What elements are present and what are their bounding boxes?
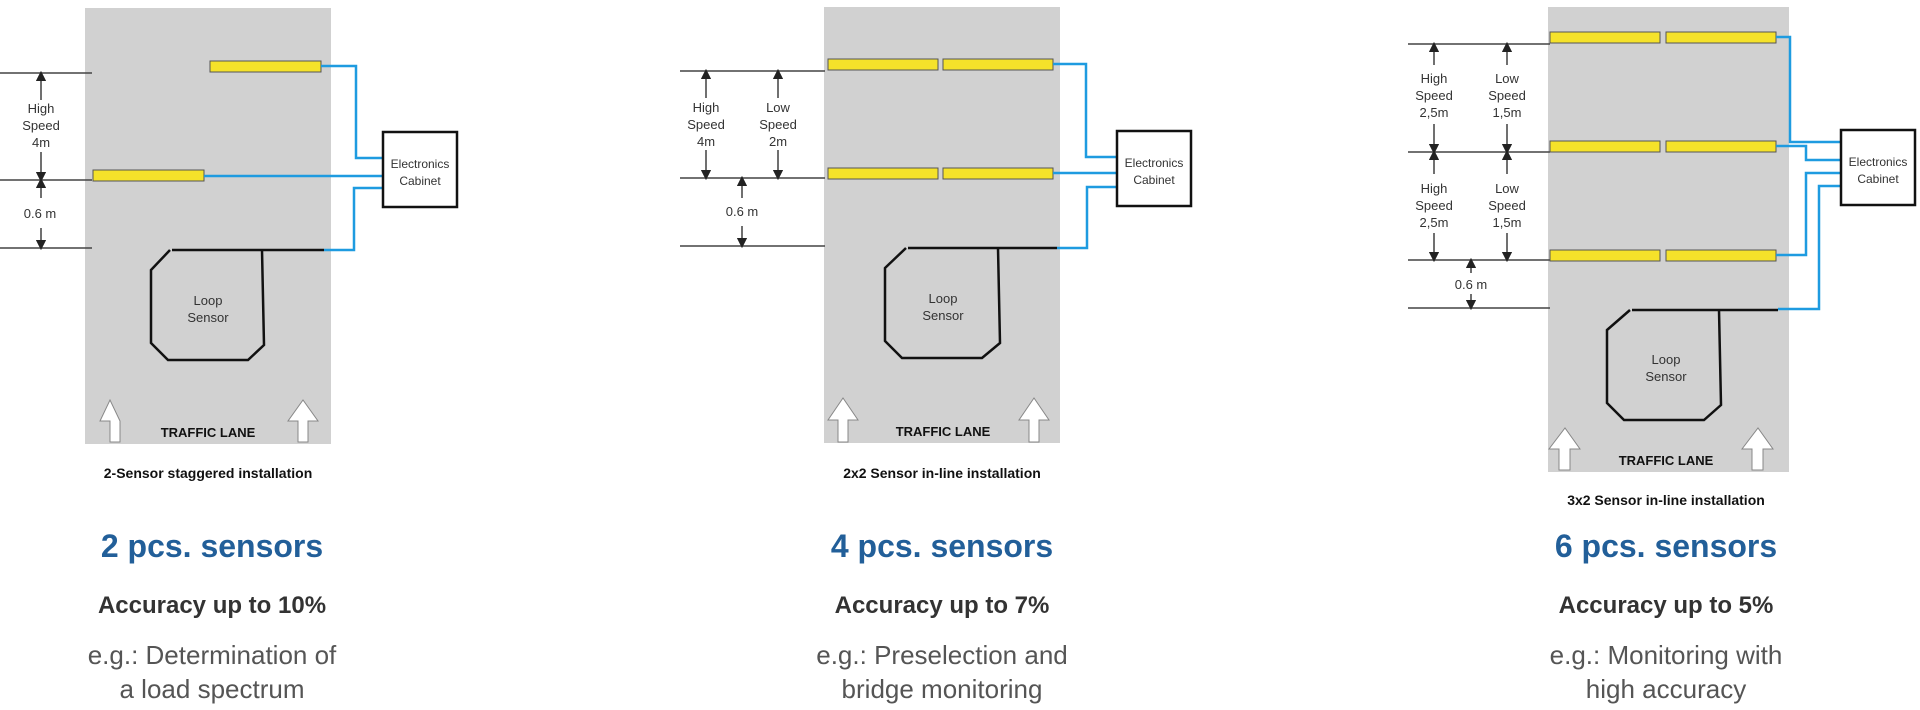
cabinet-label-line1: Electronics [1849,155,1908,169]
cabinet-label-line1: Electronics [391,157,450,171]
gap-label: 0.6 m [24,206,57,221]
inline-3x2-diagram: High Speed 2,5m Low Speed 1,5m High Spee… [1408,7,1917,508]
panel-3x2-inline: High Speed 2,5m Low Speed 1,5m High Spee… [1400,0,1920,710]
high-dim-line2: Speed [1415,198,1453,213]
loop-sensor [883,246,1057,360]
high-dim-line1: High [1421,181,1448,196]
use-case-line2: bridge monitoring [841,674,1043,704]
sensor-strip [827,167,939,180]
direction-arrow [1740,427,1774,471]
low-dim-line3: 1,5m [1493,215,1522,230]
traffic-lane-label: TRAFFIC LANE [1619,453,1714,468]
low-dim-line1: Low [766,100,790,115]
sensor-count: 6 pcs. sensors [1554,528,1778,564]
sensor-strip [1549,249,1661,262]
traffic-lane [1548,7,1789,472]
gap-label: 0.6 m [726,204,759,219]
loop-label-line2: Sensor [922,308,964,323]
staggered-diagram: High Speed 4m 0.6 m Electronics Cabinet … [0,8,459,481]
sensor-strip [1665,31,1777,44]
low-dim-line2: Speed [1488,198,1526,213]
use-case-line1: e.g.: Preselection and [816,640,1068,670]
sensor-strip [942,167,1054,180]
loop-label-line2: Sensor [1645,369,1687,384]
traffic-lane [824,7,1060,443]
low-dim-line2: Speed [1488,88,1526,103]
use-case-line1: e.g.: Determination of [87,640,337,670]
installation-caption: 2-Sensor staggered installation [104,465,313,481]
traffic-lane-label: TRAFFIC LANE [161,425,256,440]
sensor-strip [942,58,1054,71]
sensor-strip [92,169,205,182]
dim-label-line2: Speed [22,118,60,133]
direction-arrow [287,399,319,443]
cabinet-label-line2: Cabinet [1857,172,1899,186]
low-dim-line1: Low [1495,181,1519,196]
direction-arrow [1547,427,1581,471]
cable [1776,144,1841,162]
sensor-count: 4 pcs. sensors [830,528,1054,564]
cabinet-label-line2: Cabinet [399,174,441,188]
use-case-line2: a load spectrum [119,674,305,704]
cable [324,186,383,252]
panel-2x2-inline: High Speed 4m Low Speed 2m 0.6 m Electro… [680,0,1220,710]
loop-label-line2: Sensor [187,310,229,325]
cabinet-label-line1: Electronics [1125,156,1184,170]
loop-label-line1: Loop [194,293,223,308]
low-dim-line3: 1,5m [1493,105,1522,120]
sensor-strip [1549,31,1661,44]
sensor-strip [209,60,322,73]
panel-staggered: High Speed 4m 0.6 m Electronics Cabinet … [0,0,560,710]
traffic-lane [85,8,331,444]
cabinet-label-line2: Cabinet [1133,173,1175,187]
sensor-count: 2 pcs. sensors [100,528,324,564]
cable [1057,185,1117,250]
sensor-strip [827,58,939,71]
loop-label-line1: Loop [929,291,958,306]
low-dim-line3: 2m [769,134,787,149]
traffic-lane-label: TRAFFIC LANE [896,424,991,439]
cable [1776,171,1841,257]
installation-caption: 2x2 Sensor in-line installation [843,465,1041,481]
loop-label-line1: Loop [1652,352,1681,367]
electronics-cabinet [1839,128,1917,207]
direction-arrow [99,398,121,443]
sensor-strip [1665,140,1777,153]
high-dim-line3: 2,5m [1420,215,1449,230]
high-dim-line2: Speed [1415,88,1453,103]
low-dim-line1: Low [1495,71,1519,86]
accuracy-label: Accuracy up to 5% [1558,592,1774,619]
high-dim-line1: High [693,100,720,115]
use-case-line2: high accuracy [1585,674,1747,704]
high-dim-line3: 4m [697,134,715,149]
high-dim-line1: High [1421,71,1448,86]
loop-sensor [1605,308,1778,422]
accuracy-label: Accuracy up to 10% [97,592,327,619]
low-dim-line2: Speed [759,117,797,132]
high-dim-line2: Speed [687,117,725,132]
cable [1053,62,1117,159]
loop-sensor [149,248,324,362]
inline-2x2-diagram: High Speed 4m Low Speed 2m 0.6 m Electro… [680,7,1193,481]
cable [1778,184,1841,311]
use-case-line1: e.g.: Monitoring with [1549,640,1783,670]
direction-arrow [827,397,859,443]
cable [321,64,383,160]
cable [1776,35,1841,144]
direction-arrow [1018,397,1050,443]
electronics-cabinet [381,130,459,209]
gap-label: 0.6 m [1455,277,1488,292]
installation-caption: 3x2 Sensor in-line installation [1567,492,1765,508]
dim-label-line1: High [28,101,55,116]
electronics-cabinet [1115,129,1193,208]
accuracy-label: Accuracy up to 7% [834,592,1050,619]
high-dim-line3: 2,5m [1420,105,1449,120]
sensor-strip [1549,140,1661,153]
sensor-strip [1665,249,1777,262]
dim-label-line3: 4m [32,135,50,150]
